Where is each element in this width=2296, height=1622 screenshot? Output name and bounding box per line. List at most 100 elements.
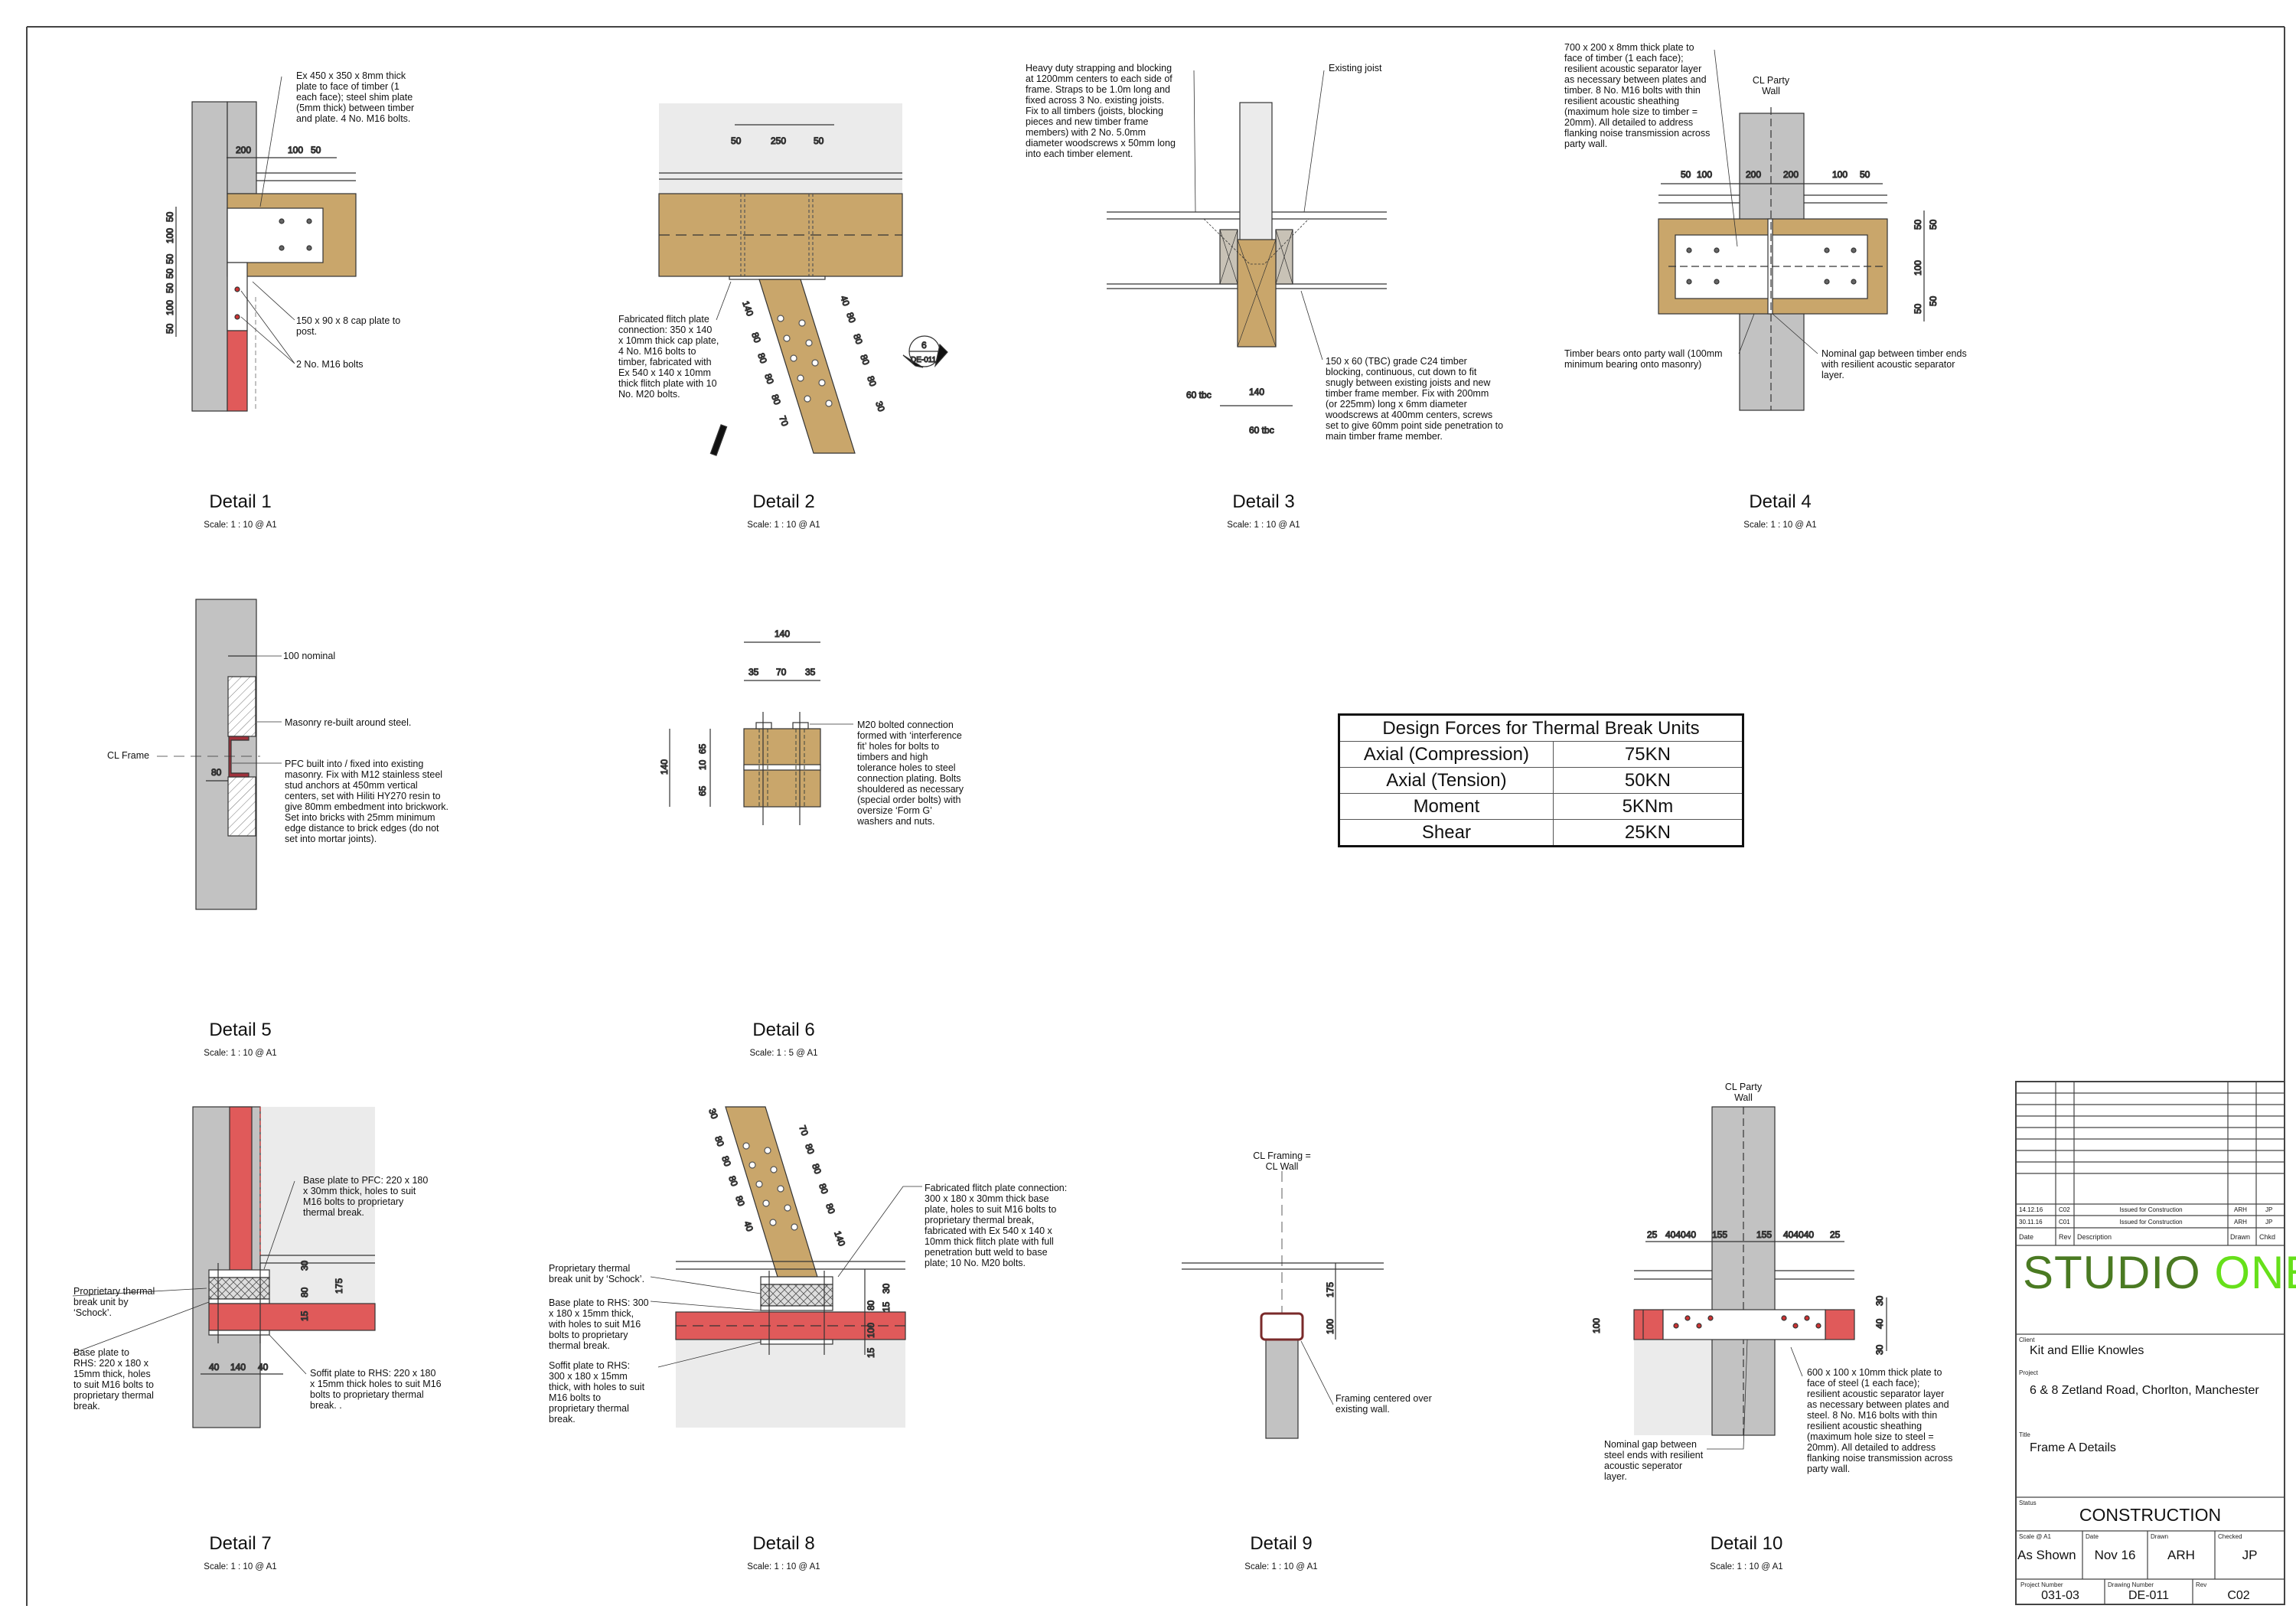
force-label: Shear [1339,819,1554,847]
dim-label: 50 [165,323,175,334]
dim-label: 65 [697,785,708,796]
dim-label: 200 [1783,169,1799,180]
dim-label: 140 [740,299,755,318]
dim-label: 175 [1325,1282,1336,1297]
dim-label: 140 [832,1229,847,1248]
dim-label: 25 [1647,1229,1658,1240]
dim-label: 50 [1681,169,1691,180]
detail-5-masonry-note: Masonry re-built around steel. [285,717,412,728]
scale-value: As Shown [2017,1548,2076,1562]
dim-label: 200 [236,145,251,155]
project-value: 6 & 8 Zetland Road, Chorlton, Manchester [2030,1384,2259,1397]
detail-6-drawing: 140 35 70 35 140 65 10 65 [658,628,853,825]
section-number: 6 [921,340,927,351]
dim-label: 30 [1874,1295,1885,1306]
rev-drawn: ARH [2234,1206,2247,1213]
force-value: 25KN [1552,819,1744,847]
dim-label: 15 [866,1347,876,1358]
dim-label: 50 [814,135,824,146]
dim-label: 50 [1928,295,1939,306]
table-row: Axial (Compression)75KN [1339,741,1744,768]
detail-scale: Scale: 1 : 10 @ A1 [204,1049,277,1058]
project-label: Project [2019,1369,2038,1376]
dim-label: 80 [851,332,865,346]
detail-7-thermal-break-note: Proprietary thermal break unit by ‘Schoc… [73,1286,155,1318]
dim-label: 50 [165,282,175,293]
logo-part-1: STUDIO [2023,1247,2201,1298]
client-label: Client [2019,1336,2035,1343]
title-block-grid [2015,1081,2285,1605]
bolt-icon [279,218,312,251]
rev-label: Rev [2196,1581,2207,1588]
detail-9-cl-label: CL Framing = CL Wall [1253,1150,1311,1172]
dim-label: 40 [209,1362,220,1372]
drawn-label: Drawn [2151,1533,2169,1540]
detail-scale: Scale: 1 : 10 @ A1 [1244,1562,1318,1571]
dim-label: 100 [1591,1318,1602,1333]
detail-scale: Scale: 1 : 5 @ A1 [749,1049,818,1058]
rev-drawn: ARH [2234,1219,2247,1225]
detail-title: Detail 1 [209,491,272,512]
dim-label: 80 [726,1174,740,1188]
dim-label: 140 [659,759,670,775]
dim-label: 50 [1928,219,1939,230]
rev-code: C02 [2059,1206,2070,1213]
dim-label: 100 [866,1323,876,1338]
detail-9-drawing: 175 100 [1182,1171,1384,1439]
detail-1-cap-plate-note: 150 x 90 x 8 cap plate to post. [296,315,401,337]
detail-scale: Scale: 1 : 10 @ A1 [747,521,820,530]
dim-label: 140 [1249,387,1264,397]
detail-3-drawing: 60 tbc 140 60 tbc [1107,70,1387,436]
detail-8-soffit-note: Soffit plate to RHS: 300 x 180 x 15mm th… [549,1360,645,1425]
rev-date: 30.11.16 [2019,1219,2043,1225]
detail-1-drawing: 200 100 50 50 100 50 50 50 100 50 [164,76,357,412]
detail-title: Detail 6 [752,1020,815,1040]
title-label: Title [2019,1431,2030,1438]
rev-date: 14.12.16 [2019,1206,2043,1213]
detail-title: Detail 10 [1710,1533,1783,1554]
rev-header: Date [2019,1233,2034,1241]
dim-label: 100 [288,145,303,155]
detail-6-bolt-note: M20 bolted connection formed with ‘inter… [857,720,964,827]
dim-label: 80 [749,331,763,344]
force-value: 50KN [1552,767,1744,794]
detail-7-drawing: 30 80 15 175 40 140 40 [72,1106,376,1428]
rev-value: C02 [2227,1589,2250,1602]
detail-scale: Scale: 1 : 10 @ A1 [1710,1562,1783,1571]
detail-3-joist-note: Existing joist [1329,63,1382,73]
dim-label: 250 [771,135,786,146]
drawing-number-label: Drawing Number [2108,1581,2154,1588]
dim-label: 50 [1860,169,1870,180]
detail-scale: Scale: 1 : 10 @ A1 [1227,521,1300,530]
dim-label: 35 [748,667,759,677]
dim-label: 50 [165,211,175,222]
dim-label: 50 [311,145,321,155]
detail-5-nominal-note: 100 nominal [283,651,336,661]
dim-label: 60 tbc [1186,390,1212,400]
title-value: Frame A Details [2030,1441,2116,1454]
dim-label: 80 [769,393,783,406]
dim-label: 80 [762,372,776,386]
detail-title: Detail 8 [752,1533,815,1554]
detail-title: Detail 7 [209,1533,272,1554]
checked-value: JP [2242,1548,2258,1562]
rev-checked: JP [2265,1206,2273,1213]
detail-4-bearing-note: Timber bears onto party wall (100mm mini… [1564,348,1723,370]
dim-label: 80 [299,1287,310,1297]
status-label: Status [2019,1500,2037,1506]
section-marker[interactable]: 6 DE-011 [902,335,948,368]
dim-label: 80 [844,311,858,325]
dim-label: 30 [1874,1344,1885,1355]
detail-8-base-plate-note: Base plate to RHS: 300 x 180 x 15mm thic… [549,1297,649,1351]
rev-description: Issued for Construction [2119,1219,2183,1225]
detail-8-flitch-note: Fabricated flitch plate connection: 300 … [925,1183,1068,1268]
sheet-border [26,26,2285,1606]
dim-label: 100 [1325,1319,1336,1334]
dim-label: 80 [866,1300,876,1310]
rev-header: Chkd [2259,1233,2276,1241]
detail-5-pfc-note: PFC built into / fixed into existing mas… [285,759,448,844]
project-number-label: Project Number [2020,1581,2063,1588]
detail-4-drawing: 50 100 200 200 100 50 50 50 100 50 50 [1658,49,1939,411]
force-label: Axial (Compression) [1339,741,1554,768]
